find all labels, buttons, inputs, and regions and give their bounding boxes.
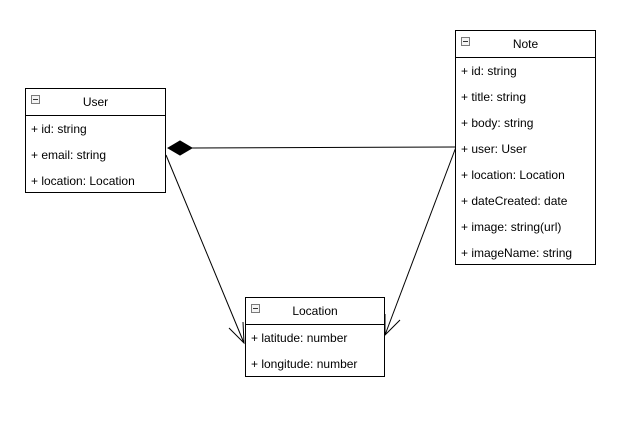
note-attr-date-created: + dateCreated: date	[461, 194, 568, 208]
class-user-title: User	[82, 95, 109, 109]
class-note[interactable]: Note + id: string + title: string + body…	[455, 30, 596, 265]
user-attr-email: + email: string	[31, 148, 107, 162]
class-location-title: Location	[292, 304, 338, 318]
arrowhead-note-location	[384, 314, 401, 337]
note-attr-user: + user: User	[461, 142, 527, 156]
location-attr-latitude: + latitude: number	[251, 331, 348, 345]
note-attr-image-name: + imageName: string	[461, 246, 573, 260]
association-line-note-location	[384, 146, 457, 336]
note-attr-image: + image: string(url)	[461, 220, 562, 234]
class-note-header[interactable]: Note	[456, 31, 595, 58]
note-attr-id: + id: string	[461, 64, 517, 78]
note-attr-body: + body: string	[461, 116, 534, 130]
user-attr-location: + location: Location	[31, 174, 135, 188]
class-note-title: Note	[512, 37, 539, 51]
class-user[interactable]: User + id: string + email: string + loca…	[25, 88, 166, 193]
class-user-header[interactable]: User	[26, 89, 165, 116]
collapse-icon[interactable]	[251, 304, 260, 313]
location-attr-longitude: + longitude: number	[251, 357, 358, 371]
class-location-header[interactable]: Location	[246, 298, 384, 325]
composition-diamond	[167, 140, 193, 156]
note-attr-title: + title: string	[461, 90, 527, 104]
collapse-icon[interactable]	[31, 95, 40, 104]
association-line-user-location	[165, 154, 245, 344]
arrowhead-user-location	[228, 321, 245, 345]
note-attr-location: + location: Location	[461, 168, 565, 182]
composition-line-note-user	[191, 146, 457, 149]
collapse-icon[interactable]	[461, 37, 470, 46]
user-attr-id: + id: string	[31, 122, 87, 136]
class-location[interactable]: Location + latitude: number + longitude:…	[245, 297, 385, 377]
